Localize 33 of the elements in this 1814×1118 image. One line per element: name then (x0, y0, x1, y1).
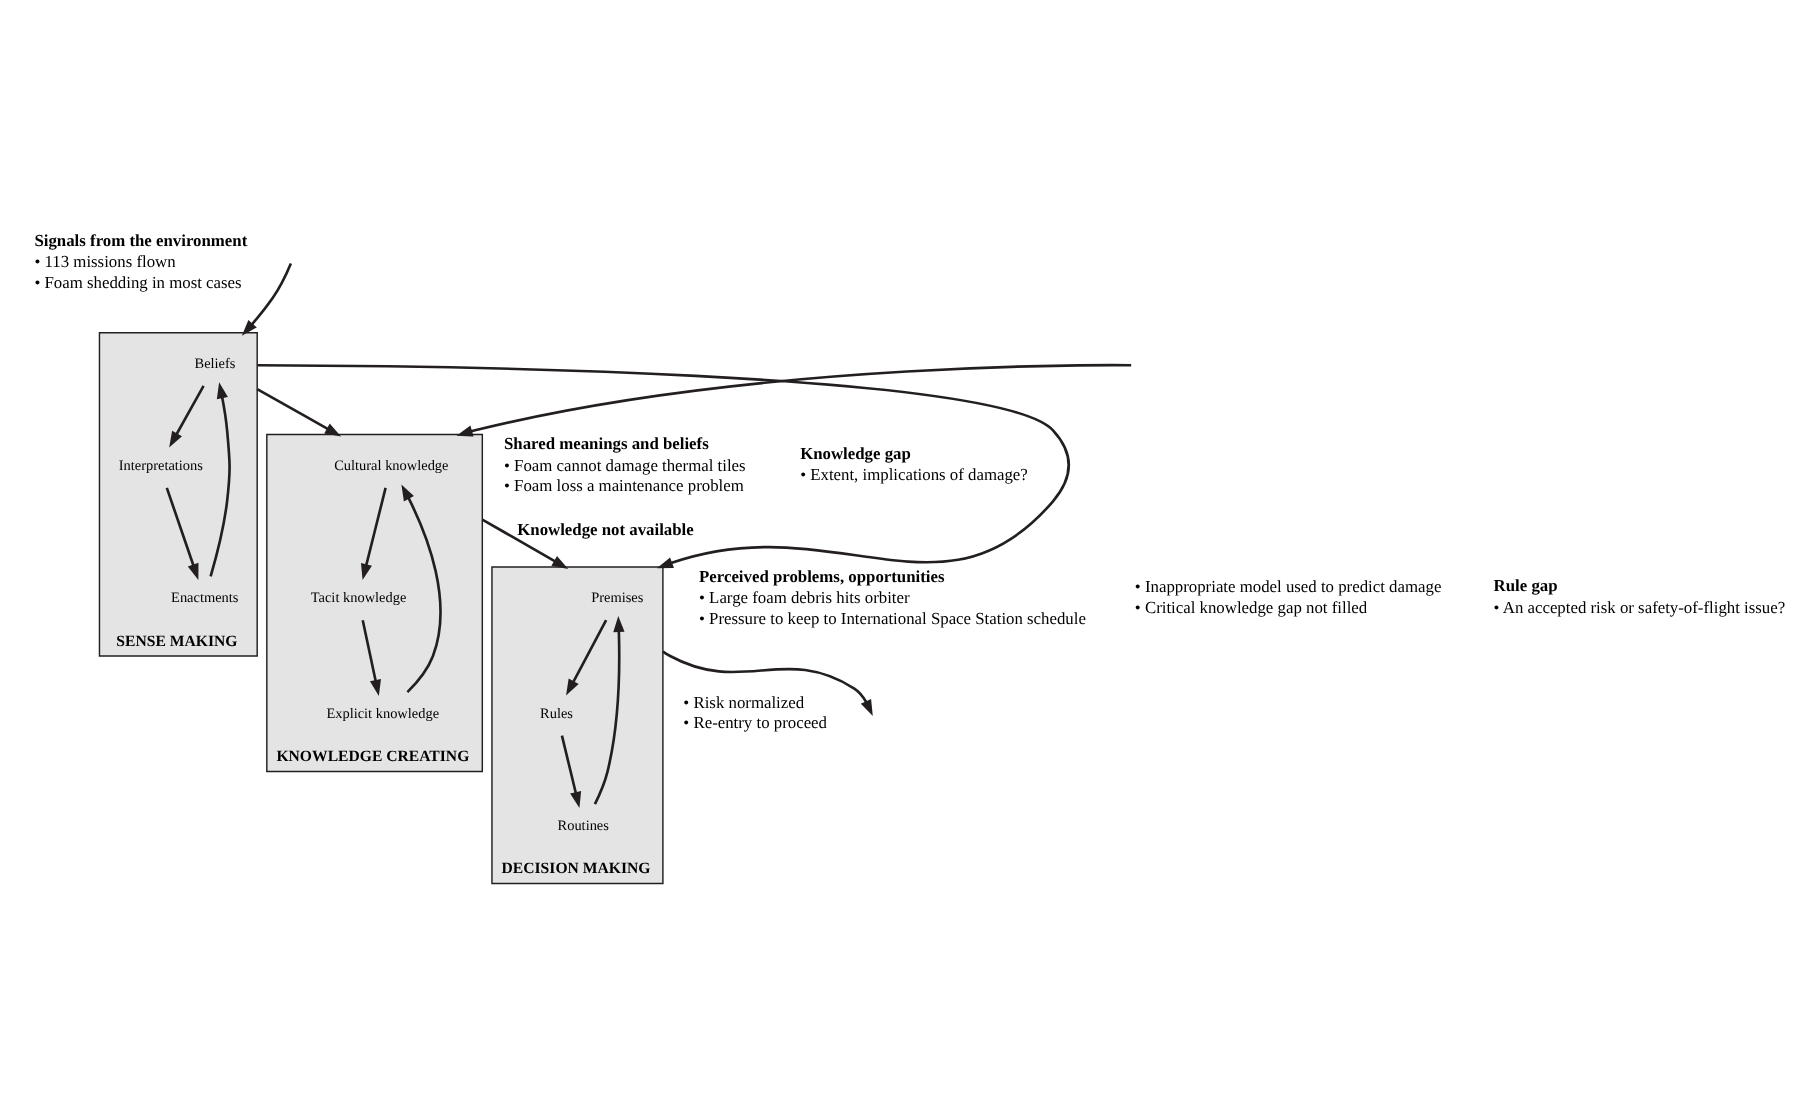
arrow (456, 362, 1132, 436)
arrow (241, 262, 293, 335)
label: • Inappropriate model used to predict damage (1134, 575, 1442, 596)
edge-label: Knowledge not available (517, 518, 694, 539)
label: • Extent, implications of damage? (800, 463, 1028, 484)
label: • Pressure to keep to International Space Station schedule (699, 606, 1086, 627)
label: • Foam cannot damage thermal tiles (503, 453, 746, 474)
label: Perceived problems, opportunities (699, 564, 945, 585)
arrow (165, 486, 199, 579)
arrow (209, 381, 231, 576)
arrow (401, 483, 442, 693)
arrow (169, 384, 205, 447)
label: • Foam shedding in most cases (34, 270, 242, 291)
label: • Critical knowledge gap not filled (1134, 595, 1368, 616)
label: • Re-entry to proceed (683, 711, 827, 732)
arrow (662, 649, 873, 716)
label: Shared meanings and beliefs (503, 432, 709, 453)
arrow (256, 386, 342, 436)
label: Signals from the environment (34, 228, 248, 249)
arrow (560, 734, 582, 807)
arrow (481, 517, 569, 568)
label: • Foam loss a maintenance problem (503, 474, 744, 495)
arrow (360, 486, 387, 580)
label: • An accepted risk or safety-of-flight issue? (1493, 595, 1786, 616)
label: • Large foam debris hits orbiter (699, 586, 910, 607)
label: • Risk normalized (683, 691, 805, 712)
label: Knowledge gap (800, 441, 911, 462)
label: Rule gap (1493, 574, 1558, 595)
label: • 113 missions flown (34, 250, 176, 271)
arrow (593, 614, 625, 804)
arrow (361, 618, 381, 695)
arrow (257, 362, 1070, 568)
arrow (566, 618, 608, 695)
